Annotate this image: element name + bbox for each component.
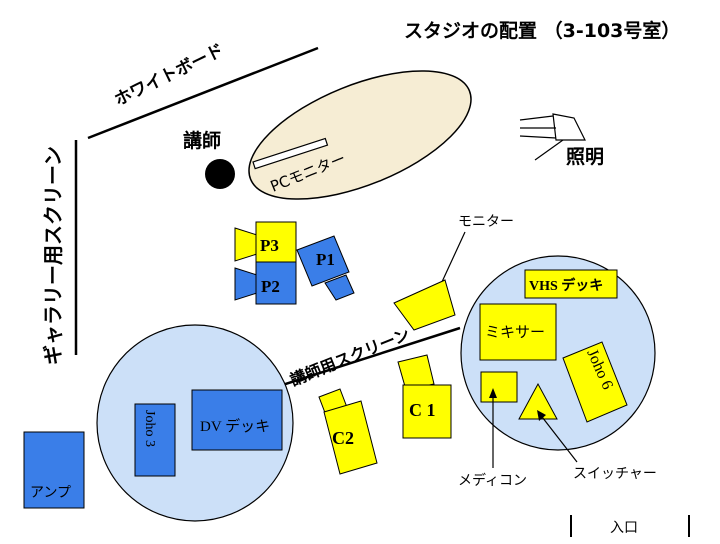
camera-c2: [323, 400, 378, 475]
dv-deck: [191, 389, 283, 451]
lecturer-label: 講師: [183, 129, 221, 152]
light-icon: [519, 113, 586, 161]
lecturer-screen-label: 講師用スクリーン: [287, 324, 412, 389]
monitor-shape: [393, 279, 456, 331]
switcher-label: スイッチャー: [573, 466, 657, 482]
camera-p1-label: P1: [316, 250, 335, 269]
camera-p2-lens: [234, 267, 258, 301]
diagram-title: スタジオの配置 （3-103号室）: [404, 19, 680, 42]
monitor-label: モニター: [458, 214, 514, 230]
joho3-label: Joho 3: [142, 410, 157, 447]
camera-p2: [255, 261, 297, 305]
joho6-unit: [562, 341, 628, 423]
camera-c1: [402, 384, 452, 439]
lighting-label: 照明: [566, 146, 604, 168]
camera-p2-label: P2: [261, 277, 280, 296]
camera-p1-lens: [324, 274, 355, 301]
mixer-unit: [479, 303, 557, 361]
media-con-unit: [480, 371, 518, 403]
media-con-label: メディコン: [458, 472, 527, 489]
switcher-unit: [518, 382, 558, 420]
amp-unit: [23, 431, 85, 509]
camera-c2-label: C2: [332, 428, 354, 448]
camera-c1-label: C 1: [409, 400, 436, 420]
camera-c1-lens: [397, 354, 435, 391]
mixer-label: ミキサー: [485, 323, 545, 341]
lecturer-position: [205, 159, 235, 189]
pc-monitor: [252, 137, 329, 170]
media-con-arrowhead: [489, 388, 497, 398]
amp-label: アンプ: [30, 485, 71, 501]
switcher-pointer: [538, 412, 578, 463]
gallery-screen-label: ギャラリー用スクリーン: [41, 146, 65, 365]
camera-p1-body: [296, 235, 350, 287]
lecturer-screen-line: [272, 326, 461, 390]
vhs-deck-label: VHS デッキ: [529, 277, 603, 294]
vhs-deck: [524, 269, 618, 299]
camera-p3-lens: [234, 227, 258, 262]
dv-deck-label: DV デッキ: [200, 417, 270, 435]
whiteboard-line: [87, 46, 319, 140]
lecture-table-oval: [248, 70, 472, 200]
entrance-label: 入口: [610, 520, 638, 536]
joho3-unit: [134, 403, 176, 477]
camera-p3: [255, 221, 297, 263]
camera-p3-label: P3: [260, 236, 279, 255]
whiteboard-label: ホワイトボード: [111, 40, 227, 110]
switcher-arrowhead: [537, 410, 546, 421]
